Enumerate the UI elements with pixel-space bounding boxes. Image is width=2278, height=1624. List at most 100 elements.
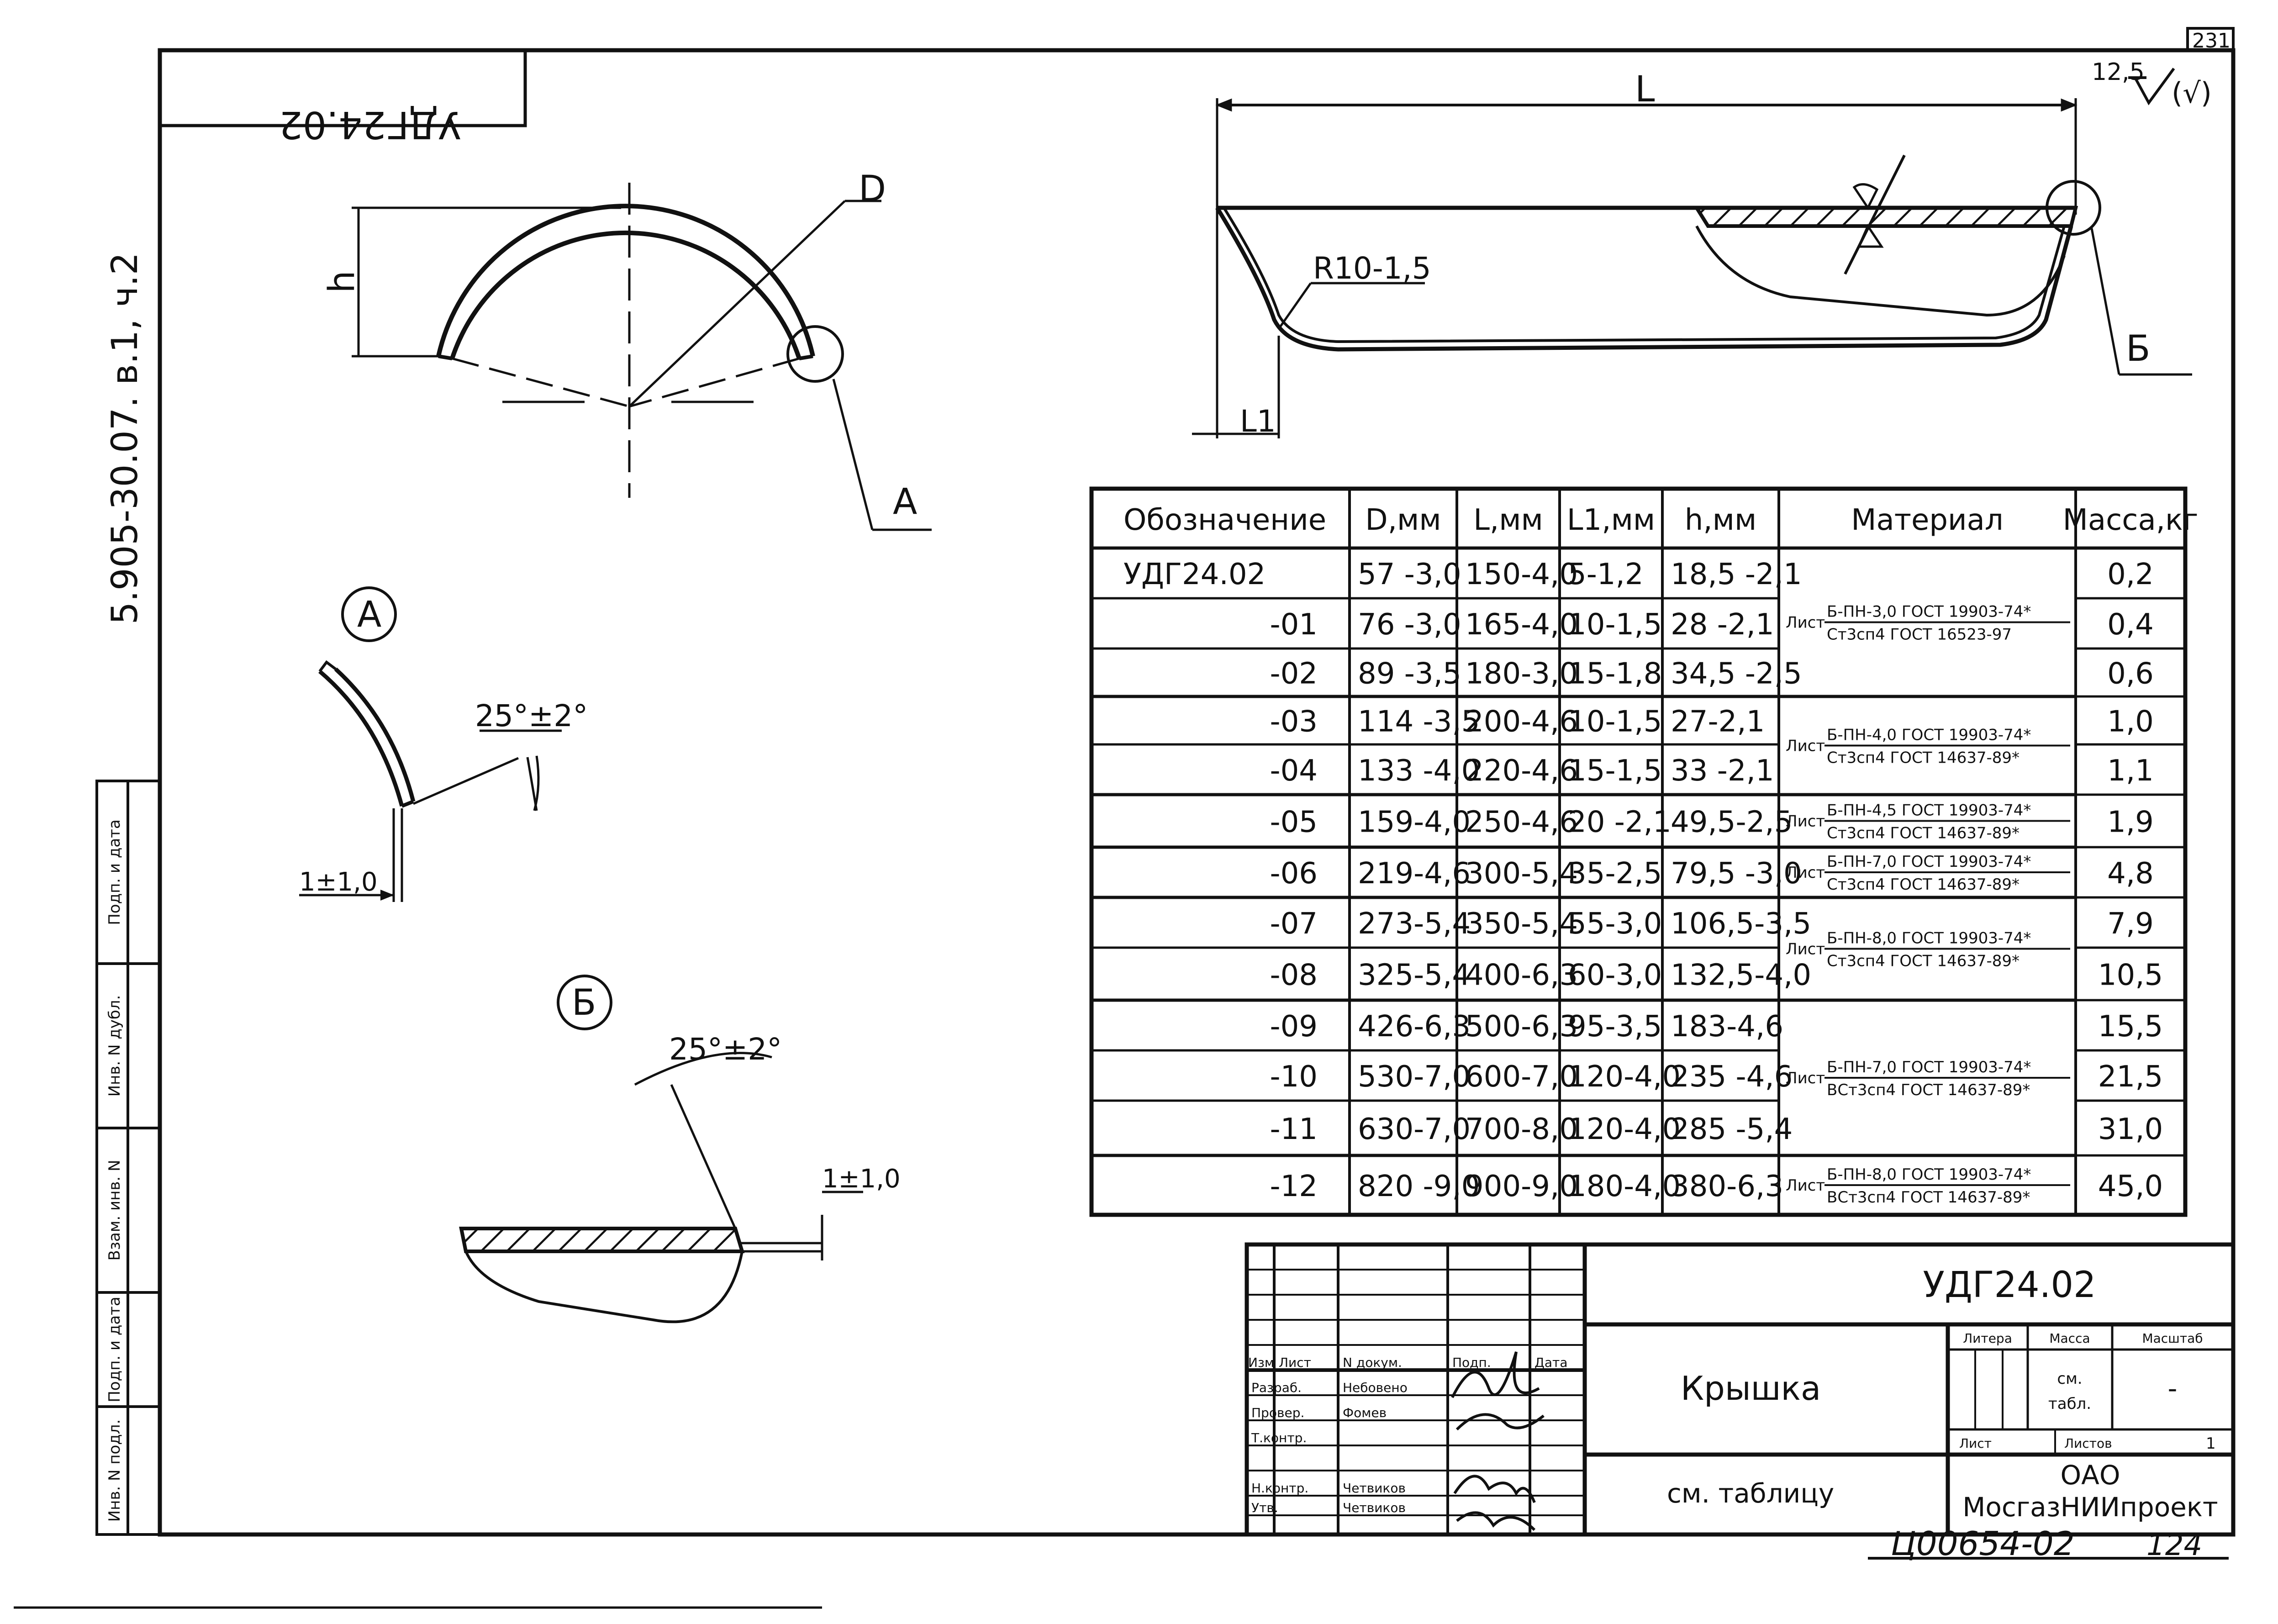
roughness-sign: [2128, 68, 2175, 105]
table-cell-L1: 15-1,5: [1568, 754, 1662, 788]
tb-sheets-value: 1: [2206, 1434, 2216, 1453]
table-cell-D: 89 -3,5: [1358, 657, 1461, 691]
material-steel: ВСт3сп4 ГОСТ 14637-89*: [1827, 1188, 2030, 1207]
material-prefix: Лист: [1786, 812, 1825, 831]
material-grade: Б-ПН-8,0 ГОСТ 19903-74*: [1827, 1165, 2031, 1184]
doc-ref-vertical: 5.905-30.07. в.1, ч.2: [105, 253, 146, 625]
stamp-label-5: Инв. N подл.: [105, 1419, 124, 1522]
table-cell-h: 106,5-3,5: [1671, 907, 1811, 941]
tb-head-sign: Подп.: [1452, 1355, 1491, 1370]
table-cell-mass: 0,4: [2107, 608, 2154, 642]
table-cell-des: -08: [1270, 959, 1318, 992]
table-cell-h: 183-4,6: [1671, 1010, 1783, 1044]
header-D: D,мм: [1365, 503, 1441, 537]
table-cell-des: -07: [1270, 907, 1318, 941]
material-steel: Ст3сп4 ГОСТ 16523-97: [1827, 626, 2012, 644]
material-grade: Б-ПН-7,0 ГОСТ 19903-74*: [1827, 853, 2031, 871]
table-cell-mass: 10,5: [2098, 959, 2163, 992]
tb-head-list: Лист: [1279, 1355, 1311, 1370]
table-cell-L: 165-4,0: [1465, 608, 1578, 642]
header-mass: Масса,кг: [2063, 503, 2199, 537]
tb-role-4: Н.контр.: [1251, 1481, 1308, 1496]
left-stamp: [95, 780, 161, 1536]
table-cell-mass: 0,6: [2107, 657, 2154, 691]
tb-org-1: ОАО: [2061, 1460, 2120, 1491]
detail-B: [459, 975, 863, 1323]
detail-B-label: Б: [572, 982, 596, 1023]
table-cell-D: 530-7,0: [1358, 1060, 1471, 1094]
table-border: [1089, 486, 2188, 1217]
table-cell-L: 700-8,0: [1465, 1113, 1578, 1146]
roughness-value: 12,5: [2092, 58, 2145, 86]
table-cell-h: 380-6,3: [1671, 1170, 1783, 1203]
tb-sheet-label: Лист: [1959, 1436, 1992, 1451]
table-cell-L1: 55-3,0: [1568, 907, 1662, 941]
tb-col-scale: Масштаб: [2142, 1331, 2203, 1346]
table-cell-des: УДГ24.02: [1123, 558, 1266, 591]
table-cell-mass: 21,5: [2098, 1060, 2163, 1094]
detail-B-tolerance: 1±1,0: [822, 1164, 901, 1194]
table-cell-des: -09: [1270, 1010, 1318, 1044]
table-cell-mass: 1,1: [2107, 754, 2154, 788]
table-cell-des: -11: [1270, 1113, 1318, 1146]
material-prefix: Лист: [1786, 614, 1825, 632]
table-cell-des: -10: [1270, 1060, 1318, 1094]
table-cell-h: 285 -5,4: [1671, 1113, 1793, 1146]
table-cell-h: 79,5 -3,0: [1671, 857, 1802, 891]
stamp-label-2: Инв. N дубл.: [105, 995, 124, 1097]
bottom-page: 124: [2146, 1529, 2202, 1562]
table-cell-L1: 95-3,5: [1568, 1010, 1662, 1044]
table-cell-mass: 31,0: [2098, 1113, 2163, 1146]
table-cell-des: -12: [1270, 1170, 1318, 1203]
tb-designation: УДГ24.02: [1923, 1265, 2096, 1306]
tb-org-2: МосгазНИИпроект: [1962, 1492, 2218, 1523]
tb-role-5: Утв.: [1251, 1500, 1278, 1515]
table-cell-D: 133 -4,0: [1358, 754, 1480, 788]
table-cell-L: 350-5,4: [1465, 907, 1578, 941]
stamp-label-1: Подп. и дата: [105, 819, 124, 925]
table-cell-L: 200-4,6: [1465, 705, 1578, 739]
table-cell-L: 300-5,4: [1465, 857, 1578, 891]
table-cell-L: 500-6,3: [1465, 1010, 1578, 1044]
table-cell-mass: 45,0: [2098, 1170, 2163, 1203]
tb-col-mass: Масса: [2049, 1331, 2090, 1346]
table-cell-L1: 10-1,5: [1568, 608, 1662, 642]
table-cell-h: 34,5 -2,5: [1671, 657, 1802, 691]
stamp-label-4: Подп. и дата: [105, 1297, 124, 1403]
material-grade: Б-ПН-3,0 ГОСТ 19903-74*: [1827, 603, 2031, 621]
title-block: [1244, 1242, 2236, 1537]
material-prefix: Лист: [1786, 1176, 1825, 1195]
table-cell-L: 150-4,0: [1465, 558, 1578, 591]
material-prefix: Лист: [1786, 940, 1825, 959]
table-cell-L1: 60-3,0: [1568, 959, 1662, 992]
detail-A-tolerance: 1±1,0: [299, 867, 378, 897]
material-steel: Ст3сп4 ГОСТ 14637-89*: [1827, 749, 2020, 767]
label-R: R10-1,5: [1313, 251, 1431, 286]
table-cell-D: 57 -3,0: [1358, 558, 1461, 591]
material-grade: Б-ПН-4,5 ГОСТ 19903-74*: [1827, 801, 2031, 820]
tb-scale-value: -: [2168, 1373, 2178, 1404]
tb-material: см. таблицу: [1667, 1478, 1834, 1509]
tb-role-2: Провер.: [1251, 1405, 1304, 1420]
bottom-number: Ц00654-02: [1891, 1524, 2075, 1563]
table-cell-L1: 15-1,8: [1568, 657, 1662, 691]
table-cell-L: 900-9,0: [1465, 1170, 1578, 1203]
table-cell-des: -02: [1270, 657, 1318, 691]
tb-role-1: Разраб.: [1251, 1380, 1302, 1395]
detail-A-label: А: [357, 594, 381, 635]
label-B: Б: [2126, 328, 2151, 369]
sheet-frame: [158, 27, 2236, 1537]
table-cell-L1: 35-2,5: [1568, 857, 1662, 891]
table-cell-D: 219-4,6: [1358, 857, 1471, 891]
table-cell-h: 132,5-4,0: [1671, 959, 1811, 992]
table-cell-D: 426-6,3: [1358, 1010, 1471, 1044]
label-L: L: [1635, 69, 1655, 110]
table-cell-L1: 180-4,0: [1568, 1170, 1681, 1203]
page-number: 231: [2192, 29, 2231, 53]
table-cell-D: 159-4,0: [1358, 806, 1471, 839]
table-cell-mass: 1,9: [2107, 806, 2154, 839]
tb-col-litera: Литера: [1963, 1331, 2012, 1346]
tb-name-5: Четвиков: [1343, 1500, 1406, 1515]
tb-name: Крышка: [1681, 1369, 1821, 1408]
